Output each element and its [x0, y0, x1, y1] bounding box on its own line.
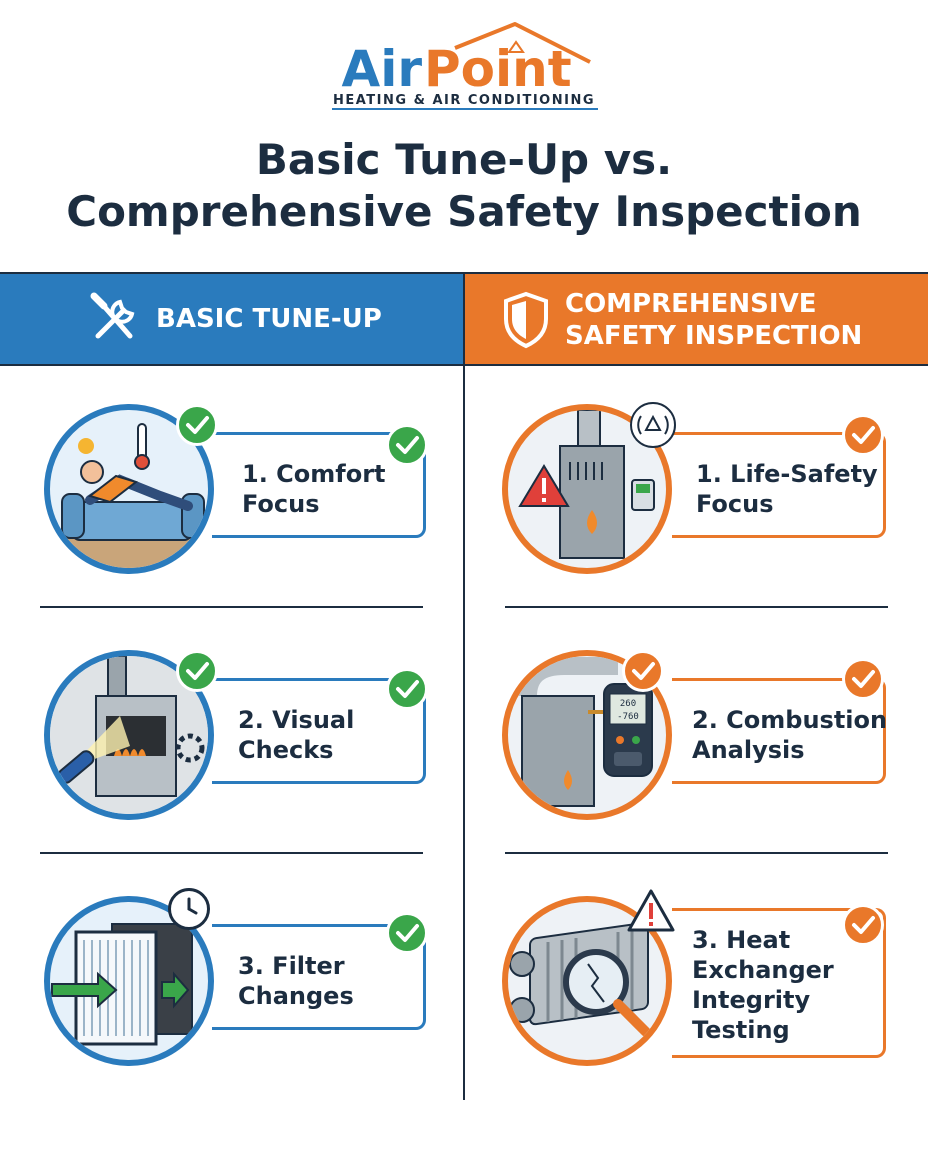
- row-divider: [505, 606, 888, 608]
- header-top-rule: [0, 272, 928, 274]
- page-title-line1: Basic Tune-Up vs.: [255, 135, 673, 184]
- column-divider: [463, 274, 465, 1100]
- basic-item-label: 2. Visual Checks: [238, 706, 355, 764]
- warning-icon: [626, 888, 676, 934]
- row-divider: [505, 852, 888, 854]
- analyzer-reading-1: 260: [620, 699, 636, 709]
- check-icon: [842, 904, 884, 946]
- basic-item-card: 1. Comfort Focus: [212, 432, 426, 538]
- safety-item-label: 3. Heat Exchanger Integrity Testing: [692, 926, 834, 1044]
- clock-icon: [168, 888, 210, 930]
- check-icon: [842, 658, 884, 700]
- safety-column-header: COMPREHENSIVE SAFETY INSPECTION: [465, 274, 928, 364]
- safety-header-line1: COMPREHENSIVE: [565, 289, 817, 319]
- safety-item-label: 2. Combustion Analysis: [692, 706, 888, 764]
- basic-item-label: 1. Comfort Focus: [242, 460, 386, 518]
- row-divider: [40, 852, 423, 854]
- row-divider: [40, 606, 423, 608]
- basic-item-label: 3. Filter Changes: [238, 952, 354, 1010]
- logo-name-part2: Point: [424, 40, 572, 98]
- logo-name-part1: Air: [342, 40, 423, 98]
- check-icon: [622, 650, 664, 692]
- basic-header-label: BASIC TUNE-UP: [156, 304, 382, 334]
- shield-icon: [504, 291, 548, 349]
- check-icon: [386, 424, 428, 466]
- wrench-screwdriver-icon: [90, 292, 135, 339]
- page-title: Basic Tune-Up vs. Comprehensive Safety I…: [0, 134, 928, 238]
- check-icon: [176, 650, 218, 692]
- person-on-sofa-icon: [44, 404, 214, 574]
- logo-graphic: Air Point HEATING & AIR CONDITIONING: [332, 22, 598, 110]
- safety-header-line2: SAFETY INSPECTION: [565, 321, 863, 351]
- check-icon: [842, 414, 884, 456]
- logo-tagline: HEATING & AIR CONDITIONING: [333, 93, 595, 108]
- safety-item-card: 1. Life-Safety Focus: [672, 432, 886, 538]
- check-icon: [386, 912, 428, 954]
- basic-column-header: BASIC TUNE-UP: [0, 274, 463, 364]
- smoke-detector-icon: [630, 402, 676, 448]
- check-icon: [386, 668, 428, 710]
- page-title-line2: Comprehensive Safety Inspection: [66, 187, 862, 236]
- brand-logo: Air Point HEATING & AIR CONDITIONING: [0, 18, 928, 118]
- analyzer-reading-2: -760: [617, 712, 639, 722]
- safety-item-label: 1. Life-Safety Focus: [696, 460, 878, 518]
- check-icon: [176, 404, 218, 446]
